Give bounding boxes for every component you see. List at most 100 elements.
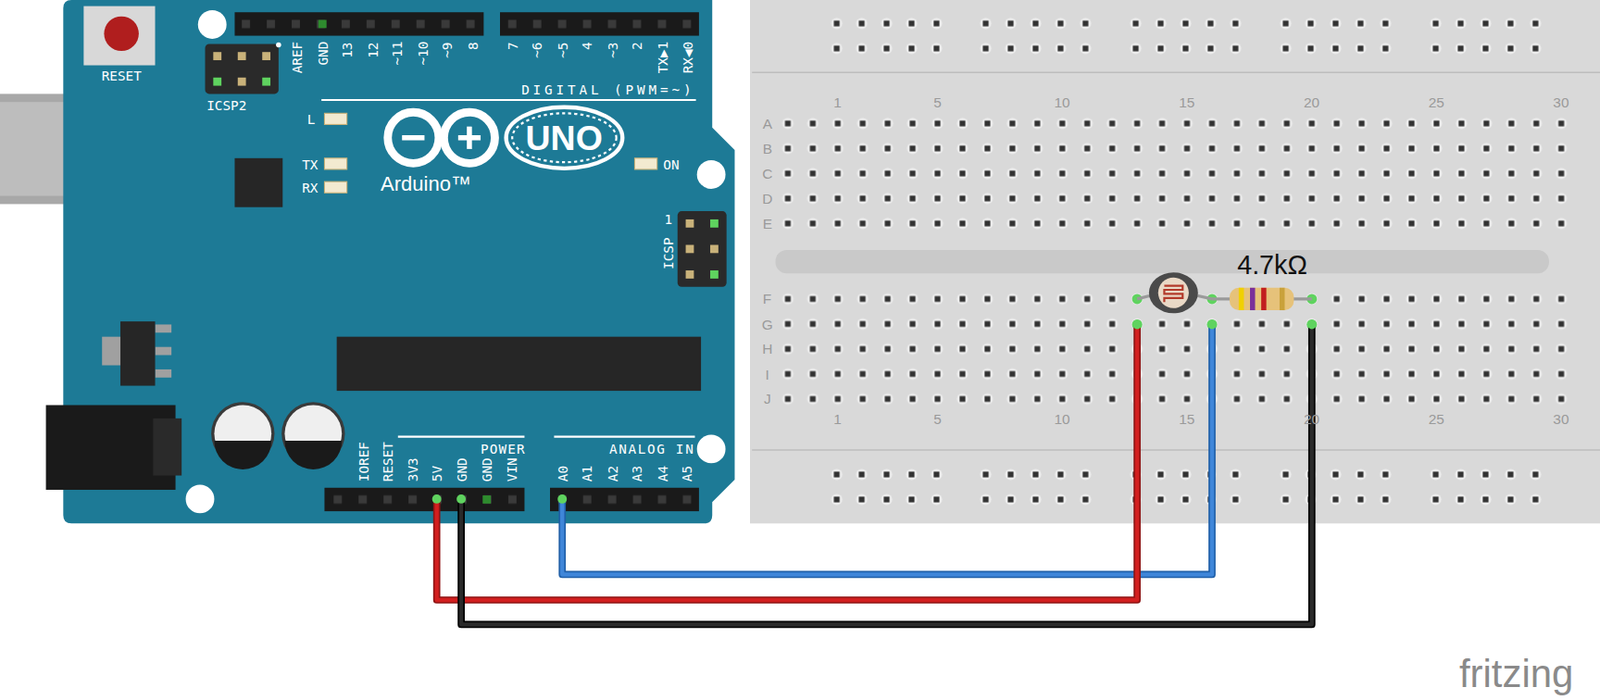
pin-label: ~9 xyxy=(440,42,454,59)
logo-plus xyxy=(466,126,473,150)
regulator-lead xyxy=(155,369,173,378)
button-label: RESET xyxy=(101,68,142,82)
column-number: 5 xyxy=(933,94,942,109)
regulator-lead xyxy=(155,324,173,333)
column-number: 20 xyxy=(1303,412,1320,426)
logo-minus xyxy=(401,135,425,141)
rail-divider xyxy=(751,449,1600,451)
pin xyxy=(686,270,695,279)
hole-grid xyxy=(775,111,1574,237)
column-number: 15 xyxy=(1178,412,1195,426)
power-header xyxy=(324,487,525,512)
photoresistor-window xyxy=(1158,277,1189,309)
column-number: 20 xyxy=(1303,94,1320,109)
column-number: 25 xyxy=(1428,94,1445,109)
pin-label: GND xyxy=(480,457,494,482)
photoresistor-track xyxy=(1163,286,1183,303)
logo-loop xyxy=(387,112,439,163)
reset-button xyxy=(103,16,138,51)
power-wire xyxy=(437,324,1138,600)
resistor-band xyxy=(1238,287,1245,311)
pin-label: ~11 xyxy=(390,41,404,66)
used-pin xyxy=(318,19,327,28)
pin-label: A0 xyxy=(555,465,569,482)
column-number: 25 xyxy=(1428,412,1445,426)
reset-button xyxy=(83,6,155,66)
header-pins xyxy=(550,487,700,512)
rail-holes xyxy=(1123,11,1249,62)
logo-loop xyxy=(443,112,495,163)
pin xyxy=(237,51,247,61)
pin-marker xyxy=(275,42,282,49)
photoresistor xyxy=(1137,272,1213,313)
led-label: ON xyxy=(662,157,679,171)
column-number: 30 xyxy=(1552,94,1569,109)
header-pins xyxy=(233,12,483,36)
header-title: ANALOG IN xyxy=(609,442,696,456)
pin-label: ~10 xyxy=(415,41,429,66)
column-number: 5 xyxy=(933,412,942,426)
usb-chip xyxy=(234,158,283,208)
pin-label: A1 xyxy=(580,465,594,482)
pin xyxy=(212,51,222,61)
wire-ends xyxy=(432,319,1317,503)
board-model: UNO xyxy=(525,120,603,155)
pin xyxy=(710,270,719,279)
brand-name: Arduino™ xyxy=(380,173,472,194)
resistor-symbol xyxy=(1212,287,1313,311)
row-letter: J xyxy=(763,391,772,406)
pin-label: ~5 xyxy=(555,42,569,59)
wire-end xyxy=(432,494,442,504)
icsp-pins xyxy=(686,219,719,279)
resistor-body xyxy=(1229,287,1294,311)
header-label: ICSP xyxy=(662,237,675,270)
rail-holes xyxy=(973,11,1099,62)
pin-label: A3 xyxy=(630,465,644,482)
pin xyxy=(686,244,695,253)
pin-label: ~6 xyxy=(530,42,544,59)
row-letter: I xyxy=(765,367,770,382)
digital-header xyxy=(500,12,700,36)
rail-divider xyxy=(751,71,1600,74)
pin xyxy=(237,77,247,87)
pin-label: RX◀0 xyxy=(681,41,695,75)
wire-outline xyxy=(562,324,1213,575)
led-label: RX xyxy=(301,181,318,195)
led xyxy=(324,181,347,193)
row-letter: C xyxy=(762,166,773,181)
logo-signs xyxy=(401,126,481,150)
arduino-logo xyxy=(387,112,496,163)
pin-label: 5V xyxy=(430,465,444,482)
header-pins xyxy=(325,487,525,512)
row-letter: B xyxy=(762,141,773,156)
resistor-band xyxy=(1250,287,1256,311)
pin xyxy=(262,77,271,87)
mounting-hole xyxy=(198,10,227,39)
rail-holes xyxy=(1273,11,1399,62)
photoresistor-body xyxy=(1149,272,1199,313)
pin xyxy=(212,77,222,87)
led-label: TX xyxy=(301,157,318,171)
rail-holes xyxy=(1123,462,1249,513)
header-label: ICSP2 xyxy=(206,98,247,112)
pin-label: 3V3 xyxy=(405,457,419,482)
header-title: POWER xyxy=(480,442,526,456)
column-number: 1 xyxy=(833,412,842,426)
icsp-header xyxy=(205,43,279,94)
column-number: 1 xyxy=(833,94,842,109)
resistor-band xyxy=(1261,287,1267,311)
analog-header xyxy=(550,487,700,512)
wire-end xyxy=(1307,319,1317,329)
center-channel xyxy=(775,250,1550,274)
row-letter: H xyxy=(762,341,773,356)
resistor-value: 4.7kΩ xyxy=(1237,251,1308,279)
row-letter: G xyxy=(762,317,774,332)
capacitor-stripe xyxy=(284,440,342,470)
led xyxy=(324,158,347,170)
icsp-pins xyxy=(710,219,719,279)
pin-label: TX▶1 xyxy=(655,41,669,75)
row-letter: A xyxy=(762,116,773,131)
uno-oval xyxy=(506,107,624,169)
silkscreen-line xyxy=(553,436,695,438)
